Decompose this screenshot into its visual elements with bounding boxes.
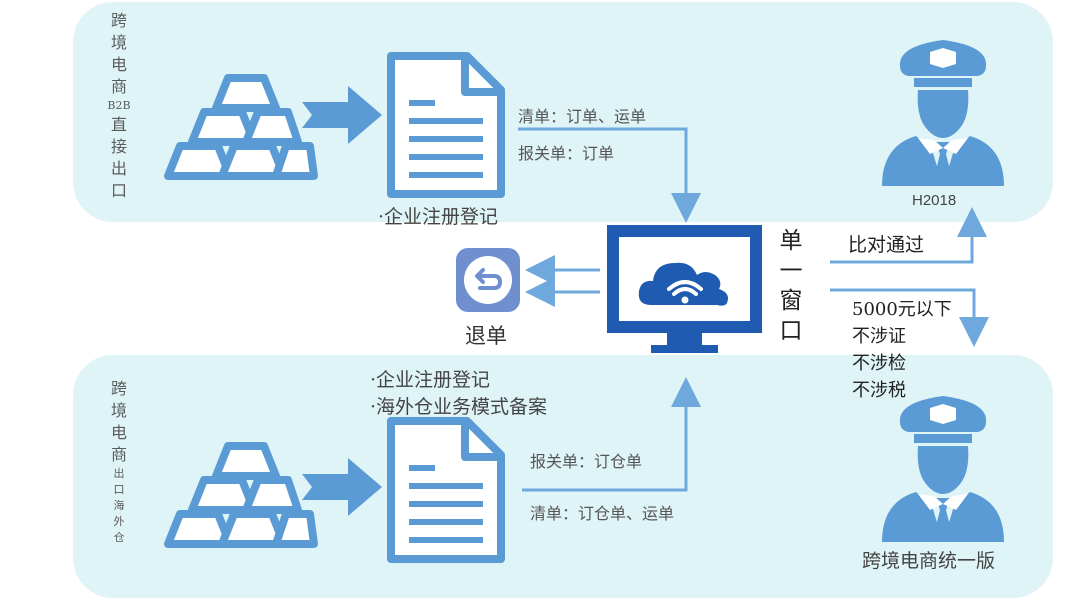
window-char: 一 (779, 258, 803, 284)
pass-arrow (830, 207, 987, 264)
window-char: 窗 (779, 288, 803, 314)
title-char: 外 (113, 515, 125, 528)
customs-officer-icon (882, 40, 1004, 186)
bottom-to-window-arrow (522, 377, 701, 492)
top-vertical-title: 跨 境 电 商 B2B 直 接 出 口 (107, 10, 131, 202)
title-char: 仓 (113, 531, 125, 544)
title-char: 电 (110, 423, 127, 442)
top-customs-label: H2018 (912, 192, 957, 209)
document-icon (387, 417, 505, 563)
rule-line: 不涉税 (852, 380, 906, 401)
rule-line: 不涉检 (852, 353, 906, 374)
title-char: 口 (110, 181, 127, 200)
bottom-doc-line-1: 报关单：订仓单 (530, 452, 643, 471)
top-registration-label: ·企业注册登记 (378, 206, 499, 228)
title-char: B2B (107, 99, 131, 112)
title-char: 境 (110, 33, 127, 52)
title-char: 跨 (110, 11, 127, 30)
title-char: 直 (110, 115, 127, 134)
customs-officer-icon (882, 396, 1004, 542)
threshold-arrow (830, 288, 989, 347)
title-char: 电 (110, 55, 127, 74)
bottom-registration-label-1: ·企业注册登记 (370, 369, 491, 391)
goods-stack-icon (164, 74, 318, 180)
title-char: 商 (110, 445, 127, 464)
title-char: 海 (113, 499, 125, 512)
top-doc-line-1: 清单：订单、运单 (518, 107, 647, 126)
right-arrow-icon (302, 86, 382, 144)
bottom-registration-label-2: ·海外仓业务模式备案 (370, 396, 548, 418)
bottom-customs-label: 跨境电商统一版 (862, 550, 996, 572)
bottom-vertical-title: 跨 境 电 商 出 口 海 外 仓 (107, 378, 131, 546)
threshold-rules: 5000元以下 不涉证 不涉检 不涉税 (852, 296, 952, 404)
return-label: 退单 (465, 324, 507, 348)
title-char: 口 (113, 483, 125, 496)
bottom-doc-line-2: 清单：订仓单、运单 (530, 504, 675, 523)
right-arrow-icon (302, 458, 382, 516)
title-char: 出 (110, 159, 127, 178)
rule-line: 不涉证 (852, 326, 906, 347)
title-char: 跨 (110, 379, 127, 398)
single-window-monitor-icon (607, 225, 762, 353)
rule-line: 5000元以下 (852, 299, 952, 320)
return-icon (456, 248, 520, 312)
top-doc-line-2: 报关单：订单 (518, 144, 615, 163)
title-char: 商 (110, 77, 127, 96)
goods-stack-icon (164, 442, 318, 548)
title-char: 出 (113, 467, 125, 480)
title-char: 接 (110, 137, 127, 156)
window-char: 口 (779, 318, 803, 344)
window-char: 单 (779, 228, 803, 254)
document-icon (387, 52, 505, 198)
pass-label: 比对通过 (848, 234, 925, 256)
single-window-label: 单 一 窗 口 (778, 226, 804, 346)
title-char: 境 (110, 401, 127, 420)
top-to-window-arrow (518, 127, 701, 223)
